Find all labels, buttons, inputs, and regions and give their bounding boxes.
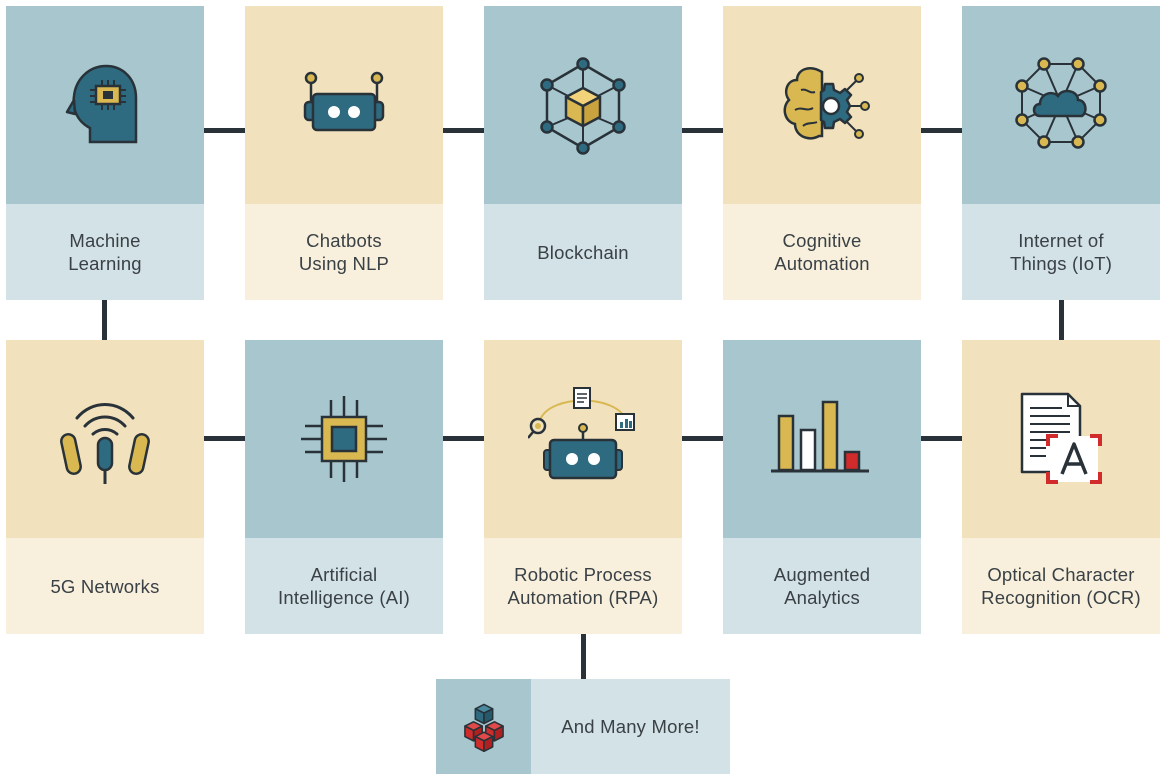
card-and-many-more: And Many More! — [436, 679, 730, 774]
connector — [581, 633, 586, 679]
card-label-area: 5G Networks — [6, 538, 204, 634]
card-label-area: And Many More! — [531, 679, 730, 774]
card-chatbots-nlp: Chatbots Using NLP — [245, 6, 443, 300]
card-label-area: Machine Learning — [6, 204, 204, 300]
card-blockchain: Blockchain — [484, 6, 682, 300]
brain-chip-head-icon — [65, 64, 138, 144]
card-label: Internet of Things (IoT) — [1009, 230, 1113, 274]
chatbot-robot-icon — [303, 71, 385, 132]
card-icon-area — [962, 6, 1160, 204]
card-icon-area — [484, 340, 682, 538]
card-label-area: Optical Character Recognition (OCR) — [962, 538, 1160, 634]
processor-chip-icon — [301, 396, 387, 482]
card-machine-learning: Machine Learning — [6, 6, 204, 300]
connector — [204, 436, 245, 441]
card-icon-area — [245, 340, 443, 538]
card-label-area: Chatbots Using NLP — [245, 204, 443, 300]
card-label: Chatbots Using NLP — [298, 230, 390, 274]
connector — [443, 436, 484, 441]
connector — [682, 128, 723, 133]
stacked-blocks-icon — [463, 703, 504, 752]
card-label-area: Robotic Process Automation (RPA) — [484, 538, 682, 634]
card-icon-area — [245, 6, 443, 204]
card-icon-area — [484, 6, 682, 204]
card-label: Machine Learning — [68, 230, 142, 274]
connector — [102, 299, 107, 340]
ocr-document-icon — [1020, 392, 1102, 484]
card-label: Robotic Process Automation (RPA) — [507, 564, 659, 608]
card-icon-area — [723, 340, 921, 538]
card-ocr: Optical Character Recognition (OCR) — [962, 340, 1160, 634]
card-icon-area — [436, 679, 531, 774]
card-label: Augmented Analytics — [773, 564, 871, 608]
card-rpa: Robotic Process Automation (RPA) — [484, 340, 682, 634]
connector — [204, 128, 245, 133]
card-label: Blockchain — [537, 241, 629, 263]
connector — [921, 436, 962, 441]
5g-antenna-icon — [60, 403, 150, 484]
cloud-network-icon — [1015, 57, 1107, 149]
card-label: Artificial Intelligence (AI) — [278, 564, 410, 608]
connector — [443, 128, 484, 133]
card-label: And Many More! — [561, 715, 700, 737]
card-label-area: Cognitive Automation — [723, 204, 921, 300]
card-5g-networks: 5G Networks — [6, 340, 204, 634]
card-cognitive-automation: Cognitive Automation — [723, 6, 921, 300]
card-label-area: Augmented Analytics — [723, 538, 921, 634]
card-label-area: Blockchain — [484, 204, 682, 300]
card-ai: Artificial Intelligence (AI) — [245, 340, 443, 634]
rpa-robot-icon — [528, 387, 635, 480]
card-label: Cognitive Automation — [774, 230, 870, 274]
connector — [682, 436, 723, 441]
card-iot: Internet of Things (IoT) — [962, 6, 1160, 300]
connector — [921, 128, 962, 133]
brain-gear-icon — [783, 67, 870, 140]
card-label-area: Artificial Intelligence (AI) — [245, 538, 443, 634]
card-icon-area — [962, 340, 1160, 538]
blockchain-cube-icon — [540, 57, 626, 155]
card-icon-area — [6, 340, 204, 538]
card-label: Optical Character Recognition (OCR) — [981, 564, 1141, 608]
card-icon-area — [6, 6, 204, 204]
card-label: 5G Networks — [50, 575, 160, 597]
card-label-area: Internet of Things (IoT) — [962, 204, 1160, 300]
card-augmented-analytics: Augmented Analytics — [723, 340, 921, 634]
connector — [1059, 299, 1064, 340]
bar-chart-icon — [771, 400, 869, 473]
card-icon-area — [723, 6, 921, 204]
